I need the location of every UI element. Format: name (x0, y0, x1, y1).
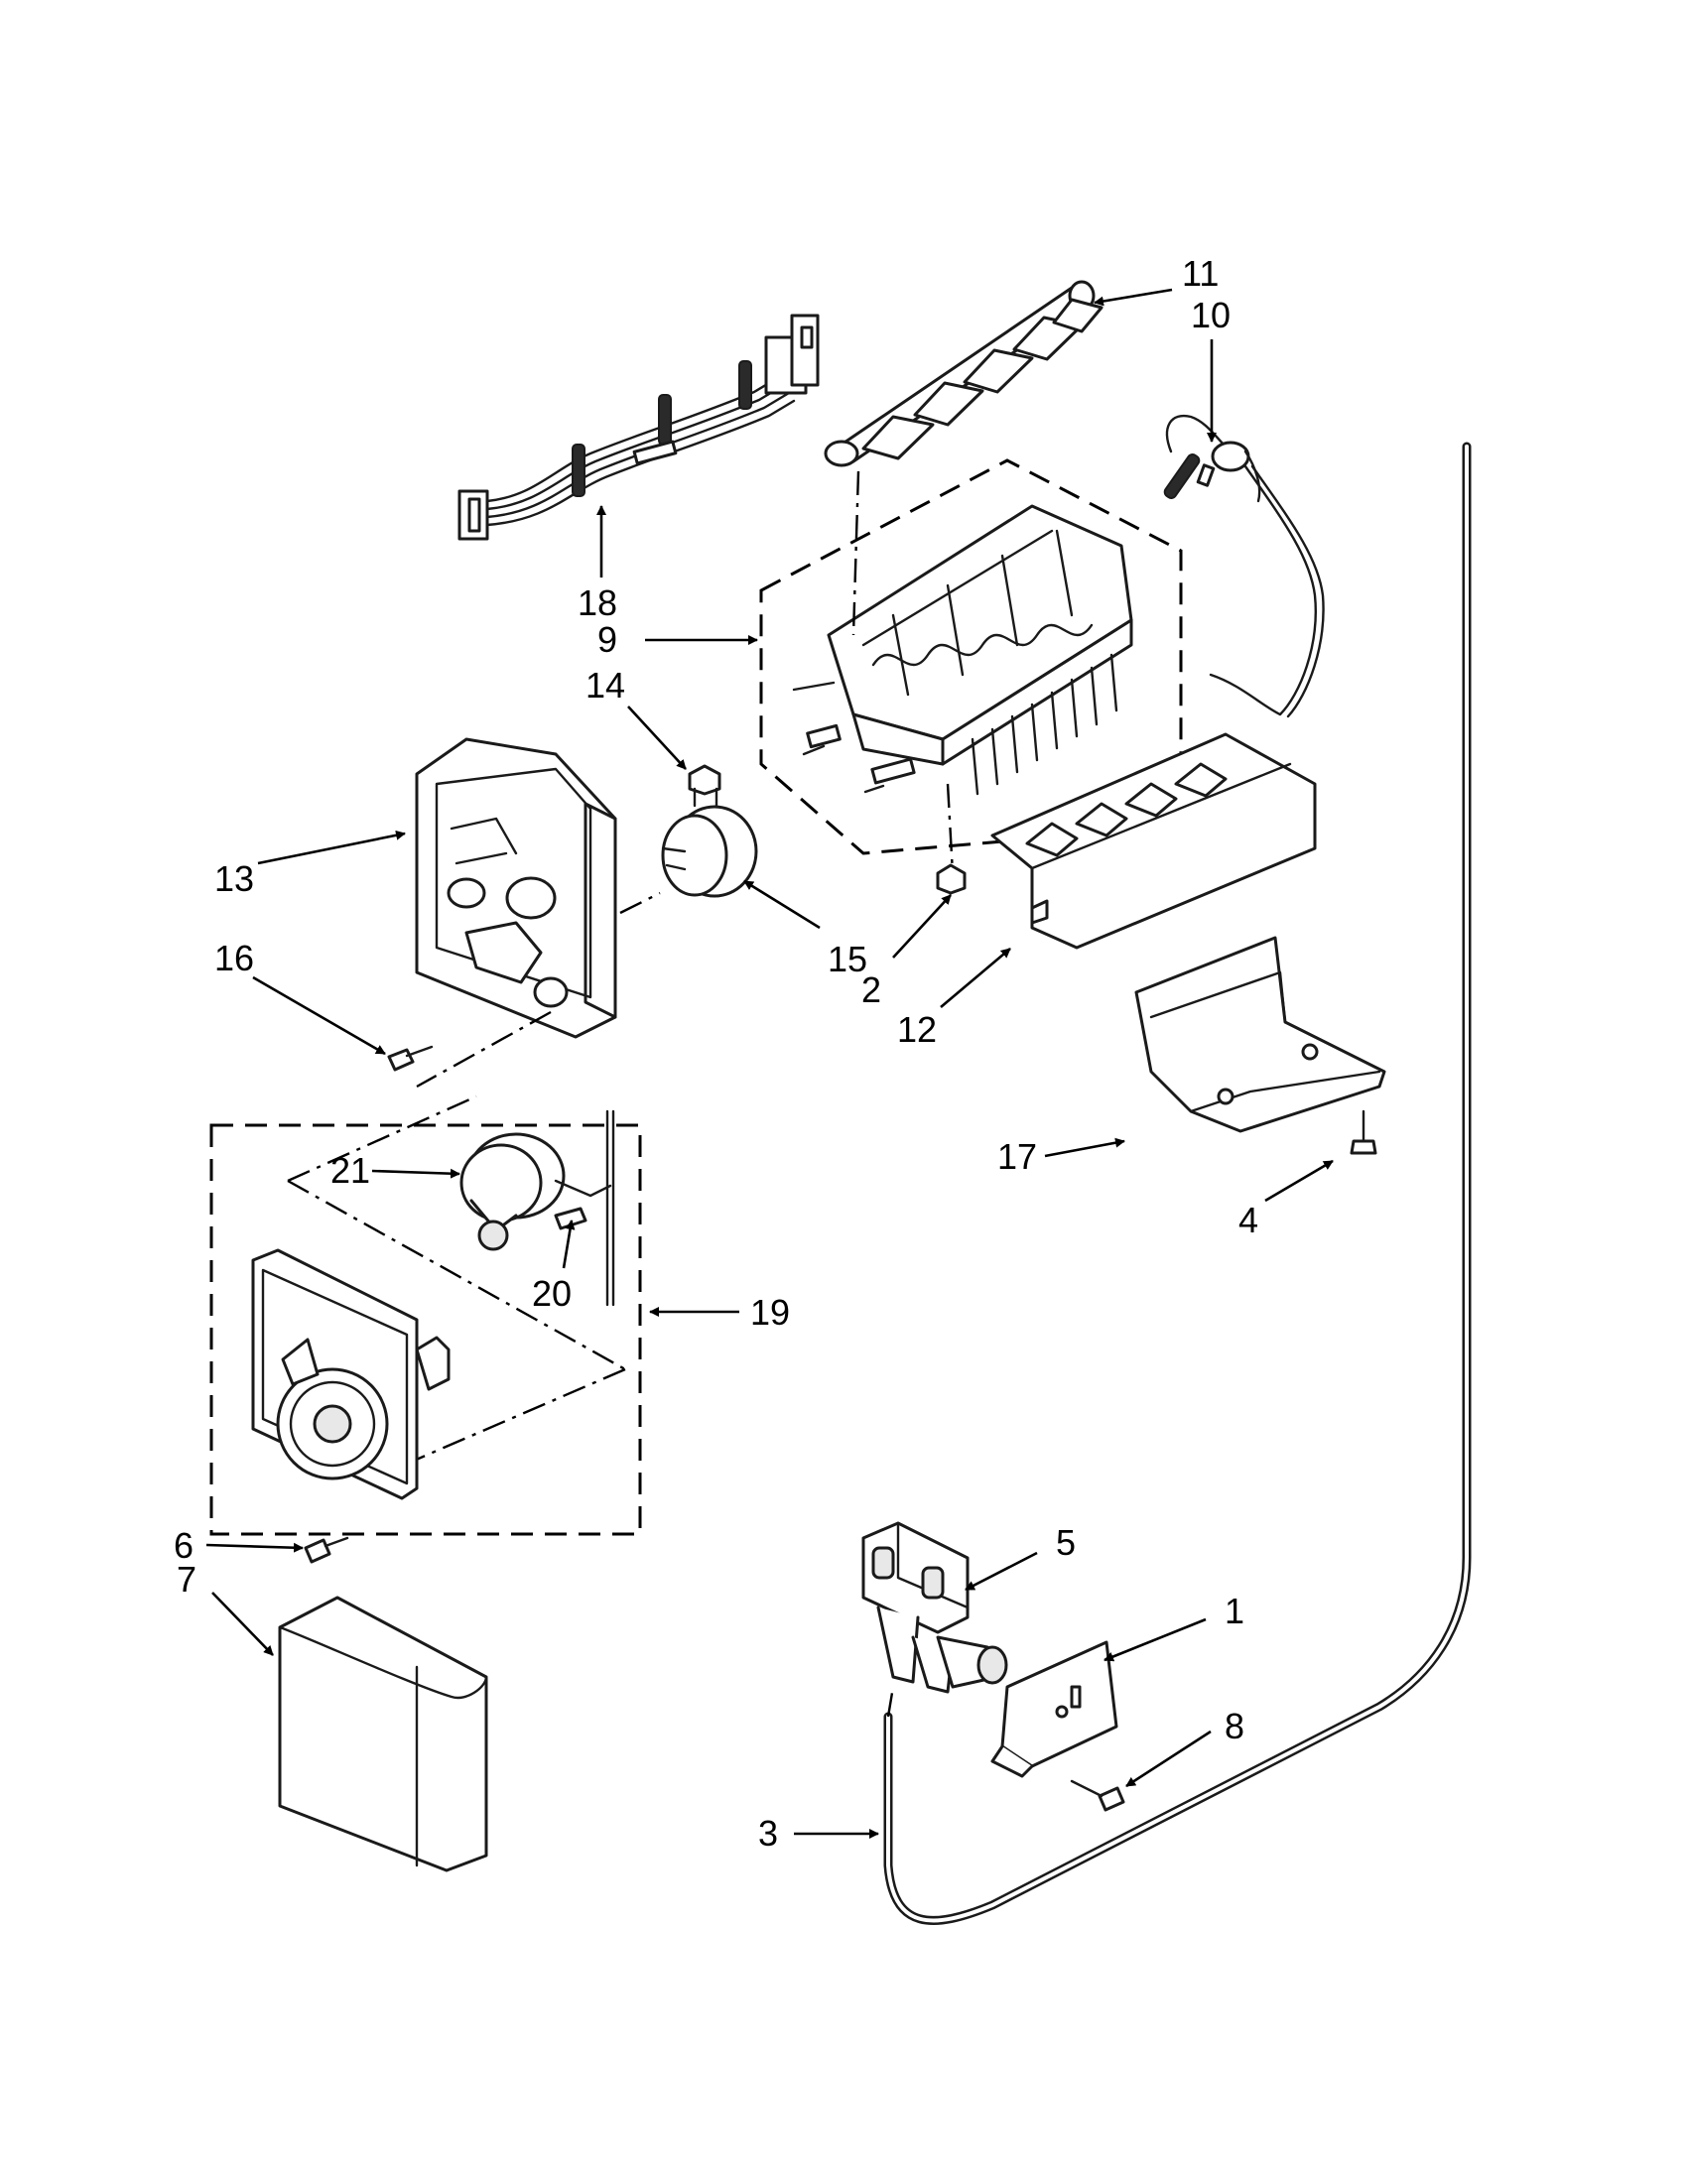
part-20-switch (554, 1109, 615, 1307)
part-14-clip (688, 764, 721, 808)
part-3-water-tube (883, 442, 1472, 1925)
part-16-screw (387, 1045, 434, 1072)
callout-20: 20 (532, 1273, 572, 1314)
callout-15: 15 (828, 939, 867, 979)
part-10-thermostat (1163, 414, 1325, 718)
callout-18: 18 (578, 582, 617, 623)
callout-3: 3 (758, 1813, 778, 1854)
part-8-screw (1070, 1779, 1125, 1812)
part-1-valve-bracket (990, 1640, 1118, 1778)
callout-7: 7 (177, 1559, 196, 1600)
part-21-timer-motor (459, 1132, 612, 1251)
part-15-motor (661, 805, 758, 898)
part-19-gear-plate (251, 1248, 451, 1500)
part-18-wire-harness (457, 314, 820, 541)
part-11-ejector (824, 280, 1104, 467)
callout-6: 6 (174, 1525, 194, 1566)
callout-labels: 11 10 18 9 14 13 15 2 12 16 17 4 21 20 1… (174, 253, 1258, 1854)
callout-16: 16 (214, 938, 254, 978)
part-2-clip (936, 863, 967, 895)
callout-9: 9 (597, 619, 617, 660)
callout-5: 5 (1056, 1522, 1076, 1563)
part-4-screw (1350, 1109, 1377, 1155)
callout-12: 12 (897, 1009, 937, 1050)
callout-21: 21 (330, 1150, 370, 1191)
part-12-stripper (990, 732, 1317, 950)
callout-2: 2 (861, 969, 881, 1010)
part-17-bracket (1134, 936, 1386, 1133)
callout-14: 14 (585, 665, 625, 706)
callout-11: 11 (1182, 253, 1219, 294)
callout-10: 10 (1191, 295, 1231, 335)
part-5-water-valve (861, 1521, 1008, 1694)
callout-leaders (205, 288, 1334, 1839)
callout-8: 8 (1225, 1706, 1244, 1746)
part-9-mold-group (759, 458, 1183, 874)
part-6-screw (304, 1536, 349, 1564)
callout-4: 4 (1238, 1200, 1258, 1240)
callout-17: 17 (997, 1136, 1037, 1177)
callout-19: 19 (750, 1292, 790, 1333)
part-7-cover (278, 1596, 488, 1872)
part-13-module-housing (415, 737, 661, 1089)
part-19-group (209, 1094, 642, 1536)
callout-13: 13 (214, 858, 254, 899)
callout-1: 1 (1225, 1591, 1244, 1631)
